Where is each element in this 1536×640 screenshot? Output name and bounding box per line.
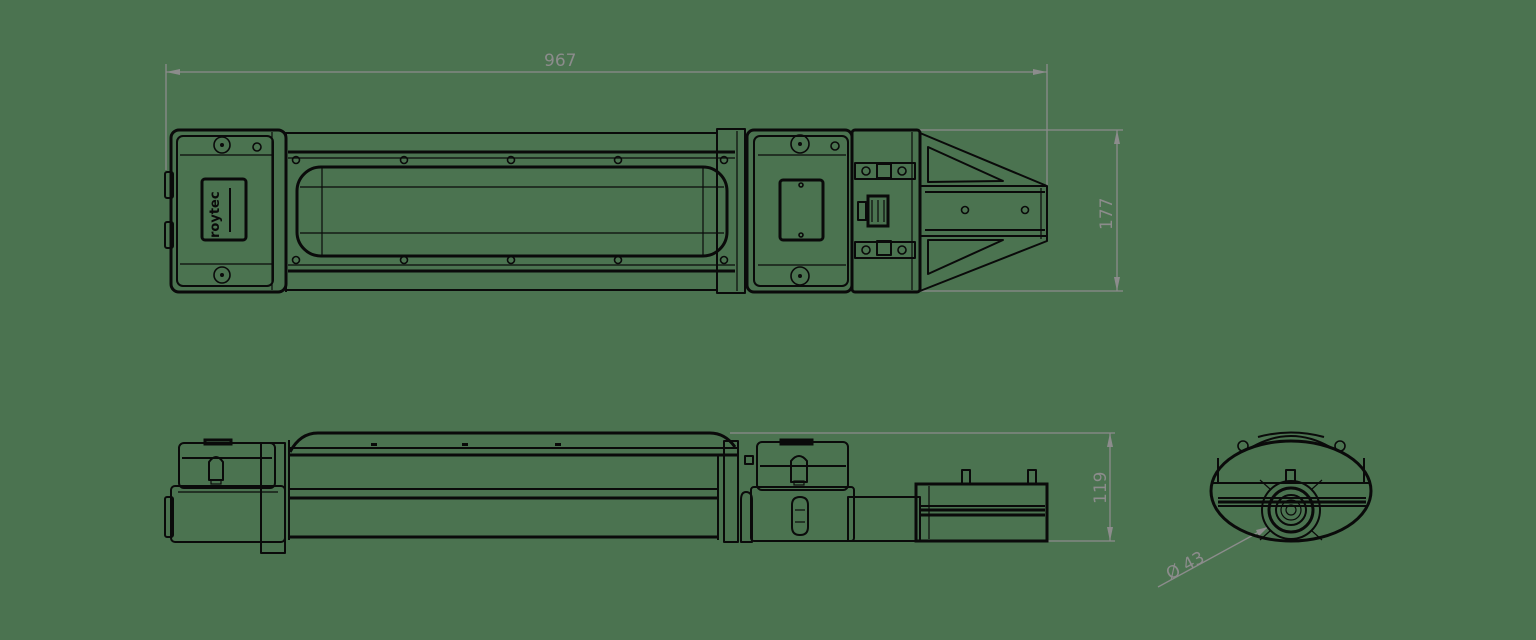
dimension-top-width: 177 bbox=[920, 129, 1123, 292]
dimension-label-height: 119 bbox=[1091, 472, 1111, 504]
dimension-label-diameter: Ø 43 bbox=[1163, 548, 1208, 585]
top-view: roytec bbox=[164, 128, 1048, 294]
right-driver-box bbox=[716, 128, 854, 294]
side-view bbox=[164, 431, 1049, 554]
center-body bbox=[285, 132, 735, 292]
side-pole-mount bbox=[914, 469, 1049, 543]
side-driver-box bbox=[750, 438, 855, 542]
brand-logo: roytec bbox=[208, 191, 223, 238]
left-end-cap: roytec bbox=[164, 128, 288, 294]
dimension-label-width: 177 bbox=[1097, 198, 1117, 230]
connector-block bbox=[850, 128, 922, 294]
side-arm bbox=[847, 496, 921, 542]
dimension-overall-length: 967 bbox=[165, 51, 1048, 190]
end-view bbox=[1209, 431, 1373, 543]
pole-mount-bracket bbox=[919, 132, 1048, 292]
side-left-cap bbox=[164, 438, 286, 554]
dimension-label-length: 967 bbox=[544, 51, 576, 71]
side-center-body bbox=[288, 431, 737, 540]
